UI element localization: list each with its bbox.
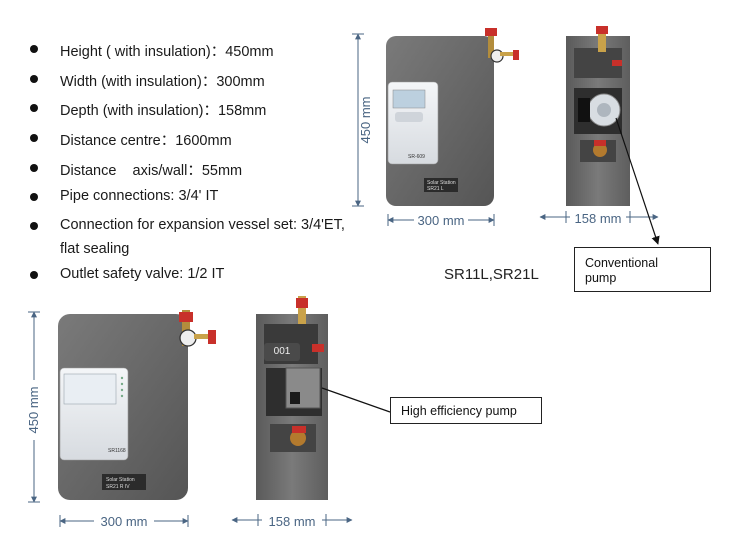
conventional-pump-leader: [615, 117, 660, 245]
conventional-pump-callout: Conventional pump: [574, 247, 711, 292]
valve-handle: [485, 28, 497, 36]
spec-text: Connection for expansion vessel set: 3/4…: [60, 217, 345, 233]
bullet: [30, 134, 38, 142]
callout-text: High efficiency pump: [401, 404, 517, 418]
pipe: [488, 28, 494, 58]
model-names: SR11L,SR21L: [444, 266, 539, 283]
high-efficiency-pump-callout: High efficiency pump: [390, 397, 542, 424]
bullet: [30, 164, 38, 172]
pressure-gauge-icon: [179, 329, 197, 347]
label-line1: Solar Station: [427, 180, 456, 186]
bottom-width-dimension: 300 mm: [59, 513, 189, 529]
label-line2: SR21 R IV: [106, 484, 130, 490]
led-indicator: [120, 394, 124, 398]
bottom-depth-dimension: 158 mm: [231, 512, 353, 529]
bottom-width-label: 300 mm: [101, 514, 148, 529]
valve-handle: [292, 426, 306, 433]
led-indicator: [120, 388, 124, 392]
bottom-side-unit: [256, 296, 328, 500]
spec-text: Distance centre：1600mm: [60, 133, 232, 149]
safety-valve: [612, 60, 622, 66]
fitting: [500, 52, 514, 56]
valve-handle: [296, 298, 308, 308]
safety-valve: [513, 50, 519, 60]
top-depth-label: 158 mm: [575, 211, 622, 226]
spec-text: Distance axis/wall：55mm: [60, 163, 243, 179]
pipe: [182, 310, 190, 346]
controller-display: [392, 89, 426, 109]
valve-handle: [594, 140, 606, 146]
flow-valve: [290, 430, 306, 446]
bottom-height-label: 450 mm: [26, 387, 41, 434]
valve-handle: [596, 26, 608, 34]
safety-valve: [208, 330, 216, 344]
spec-text: flat sealing: [60, 241, 130, 257]
top-depth-dimension: 158 mm: [539, 210, 659, 226]
led-indicator: [120, 382, 124, 386]
spec-text: Outlet safety valve: 1/2 IT: [60, 266, 225, 282]
pump-display: [290, 392, 300, 404]
led-indicator: [120, 376, 124, 380]
label-plate: [102, 474, 146, 490]
controller-display: [63, 373, 117, 405]
pipe: [598, 26, 606, 52]
fitting: [194, 334, 210, 339]
bottom-depth-label: 158 mm: [269, 514, 316, 529]
label-line2: SR21 L: [427, 186, 444, 192]
pump-hub: [597, 103, 611, 117]
top-height-dimension: 450 mm: [352, 33, 373, 207]
bullet: [30, 45, 38, 53]
bullet: [30, 193, 38, 201]
callout-line2: pump: [585, 271, 617, 285]
bullet: [30, 104, 38, 112]
bullet: [30, 271, 38, 279]
controller-model-text: SR-609: [408, 154, 425, 160]
safety-valve: [312, 344, 324, 352]
spec-text: Width (with insulation)：300mm: [60, 74, 265, 90]
callout-line1: Conventional: [585, 256, 658, 270]
pipe: [298, 296, 306, 324]
top-width-dimension: 300 mm: [387, 212, 495, 228]
spec-text: Height ( with insulation)：450mm: [60, 44, 274, 60]
controller-model-text: SR1168: [108, 448, 126, 454]
unit-badge: 001: [264, 343, 300, 361]
bottom-front-unit: SR1168 Solar Station SR21 R IV: [58, 310, 216, 500]
bottom-height-dimension: 450 mm: [26, 311, 42, 503]
bullet: [30, 75, 38, 83]
controller-buttons: [395, 112, 423, 122]
valve-handle: [179, 312, 193, 322]
spec-text: Depth (with insulation)：158mm: [60, 103, 267, 119]
top-side-unit: [566, 26, 630, 206]
flow-valve: [593, 143, 607, 157]
spec-text: Pipe connections: 3/4' IT: [60, 188, 219, 204]
pump-motor: [578, 98, 590, 122]
top-width-label: 300 mm: [418, 213, 465, 228]
bullet: [30, 222, 38, 230]
top-height-label: 450 mm: [358, 97, 373, 144]
label-plate: [424, 178, 458, 192]
high-efficiency-pump-leader: [321, 387, 391, 413]
label-line1: Solar Station: [106, 477, 135, 483]
top-front-unit: SR-609 Solar Station SR21 L: [386, 28, 519, 206]
